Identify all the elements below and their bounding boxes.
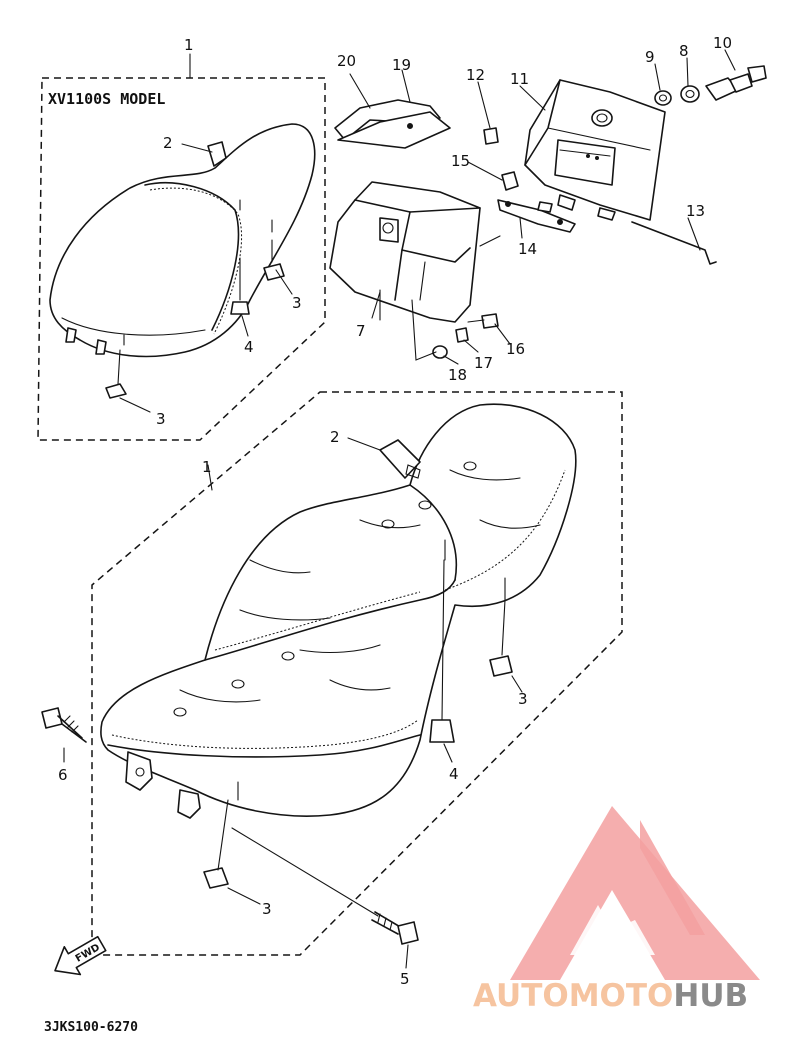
callout-12: 12 bbox=[466, 66, 485, 84]
watermark-text: AUTOMOTOHUB bbox=[473, 978, 748, 1014]
watermark-word-2: HUB bbox=[673, 978, 748, 1014]
main-leader-lines bbox=[63, 437, 523, 969]
callout-15: 15 bbox=[451, 152, 470, 170]
callout-1-main: 1 bbox=[202, 458, 212, 476]
seat-strap bbox=[334, 99, 451, 149]
callout-16: 16 bbox=[506, 340, 525, 358]
watermark-inner-mark bbox=[570, 905, 655, 955]
callout-4-top: 4 bbox=[244, 338, 254, 356]
callout-3-top-b: 3 bbox=[156, 410, 166, 428]
main-bracket-lower bbox=[203, 867, 229, 889]
callout-10: 10 bbox=[713, 34, 732, 52]
callout-8: 8 bbox=[679, 42, 689, 60]
callout-13: 13 bbox=[686, 202, 705, 220]
main-bracket-upper bbox=[489, 655, 513, 677]
callout-6: 6 bbox=[58, 766, 68, 784]
watermark-word-1: AUTOMOTO bbox=[473, 978, 673, 1014]
rod-13 bbox=[631, 221, 717, 265]
diagram-code: 3JKS100-6270 bbox=[44, 1020, 138, 1035]
callout-3-main-b: 3 bbox=[262, 900, 272, 918]
bolt-6 bbox=[41, 707, 87, 743]
callout-5: 5 bbox=[400, 970, 410, 988]
callout-labels: 1 2 3 4 3 20 19 12 11 9 8 10 15 13 14 7 … bbox=[58, 34, 732, 988]
callout-19: 19 bbox=[392, 56, 411, 74]
callout-4-main: 4 bbox=[449, 765, 459, 783]
tail-panel bbox=[524, 79, 666, 221]
collar-17 bbox=[455, 327, 469, 343]
main-damper bbox=[429, 719, 455, 743]
model-label: XV1100S MODEL bbox=[48, 90, 165, 108]
callout-18: 18 bbox=[448, 366, 467, 384]
washer-18 bbox=[432, 345, 448, 359]
callout-1-top: 1 bbox=[184, 36, 194, 54]
inset-model-box: XV1100S MODEL bbox=[37, 77, 326, 441]
washer-9 bbox=[654, 90, 672, 106]
callout-9: 9 bbox=[645, 48, 655, 66]
main-seat-box bbox=[91, 391, 623, 956]
storage-box-7 bbox=[329, 181, 481, 323]
callout-7: 7 bbox=[356, 322, 366, 340]
callout-11: 11 bbox=[510, 70, 529, 88]
clip-12 bbox=[483, 127, 499, 145]
nut-15 bbox=[501, 171, 519, 191]
callout-14: 14 bbox=[518, 240, 537, 258]
callout-3-top-a: 3 bbox=[292, 294, 302, 312]
inset-bracket-lower bbox=[105, 383, 127, 399]
watermark-logo: AUTOMOTOHUB bbox=[473, 806, 760, 1014]
callout-2-main: 2 bbox=[330, 428, 340, 446]
callout-17: 17 bbox=[474, 354, 493, 372]
leader-lines bbox=[119, 49, 736, 413]
inset-seat bbox=[49, 123, 316, 358]
callout-2-top: 2 bbox=[163, 134, 173, 152]
lock-assembly-10 bbox=[705, 65, 767, 101]
fwd-arrow: FWD bbox=[54, 935, 107, 976]
bolt-16 bbox=[481, 313, 499, 329]
callout-20: 20 bbox=[337, 52, 356, 70]
main-seat bbox=[100, 403, 577, 819]
inset-bracket-upper bbox=[263, 263, 285, 281]
ring-8 bbox=[680, 85, 700, 103]
watermark-triangle bbox=[510, 806, 760, 980]
bolt-5 bbox=[231, 827, 419, 945]
inset-damper bbox=[230, 301, 250, 315]
callout-3-main-a: 3 bbox=[518, 690, 528, 708]
